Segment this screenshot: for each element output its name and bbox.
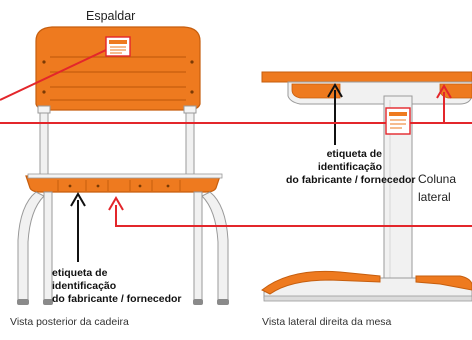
chair-caption: Vista posterior da cadeira — [10, 316, 129, 328]
chair-rear-view — [17, 26, 229, 305]
chair-legs — [17, 191, 229, 305]
chair-label-line-2: identificação — [52, 280, 117, 292]
chair-back-posts — [37, 105, 197, 181]
backrest-tag-icon — [105, 36, 131, 57]
chair-arrow-up-icon — [70, 192, 86, 262]
column-label-line-2: lateral — [418, 190, 451, 204]
desk-label-line-3: do fabricante / fornecedor — [286, 174, 416, 186]
backrest-title: Espaldar — [86, 9, 136, 23]
chair-label-text: etiqueta de identificação do fabricante … — [52, 267, 182, 306]
column-label: Coluna lateral — [418, 170, 456, 206]
desk-caption: Vista lateral direita da mesa — [262, 316, 392, 328]
chair-seat — [25, 173, 223, 193]
column-label-line-1: Coluna — [418, 172, 457, 186]
column-tag-icon — [385, 107, 411, 135]
chair-label-line-3: do fabricante / fornecedor — [52, 293, 182, 305]
desk-base — [261, 270, 472, 302]
chair-backrest — [35, 26, 201, 111]
desk-side-view — [261, 71, 472, 302]
desk-top — [261, 71, 472, 105]
desk-label-line-2: identificação — [317, 161, 382, 173]
red-callout-lines — [0, 49, 472, 227]
chair-label-line-1: etiqueta de — [52, 267, 108, 279]
desk-label-line-1: etiqueta de — [326, 148, 382, 160]
desk-arrow-up-icon — [327, 83, 343, 145]
desk-label-text: etiqueta de identificação do fabricante … — [286, 148, 416, 187]
